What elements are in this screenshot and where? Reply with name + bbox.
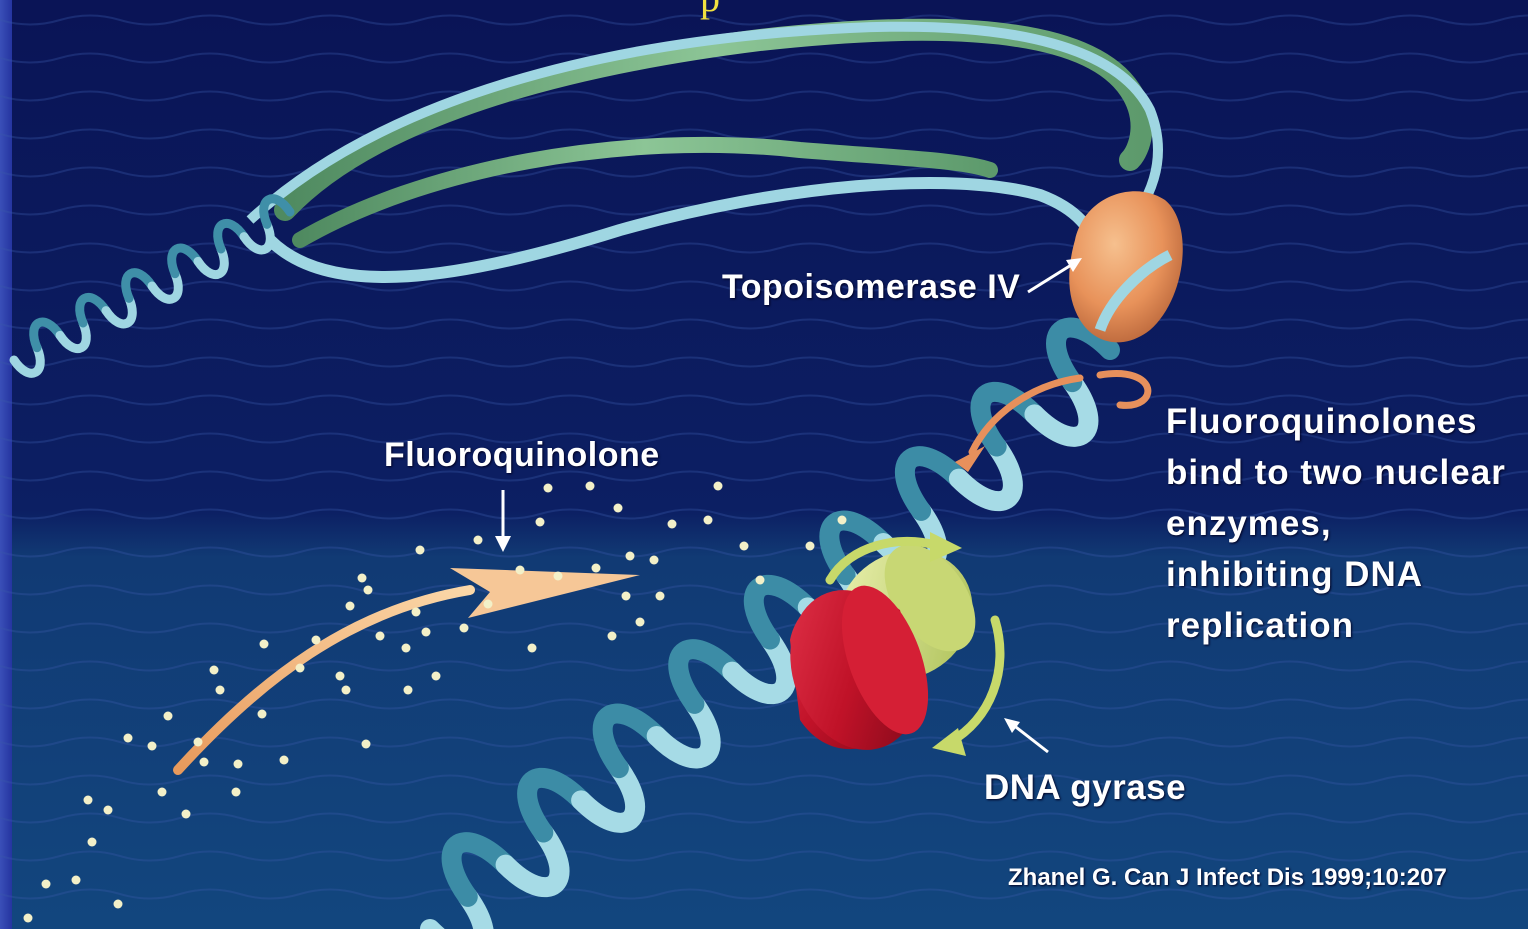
molecule-dot [104,806,113,815]
description-line: bind to two nuclear [1166,447,1518,498]
molecule-dot [838,516,847,525]
molecule-dot [432,672,441,681]
gyrase-pointer [1012,724,1048,752]
helix-ribbon-segment [732,640,786,695]
helix-ribbon-segment [959,447,1013,502]
molecule-dot [84,796,93,805]
fluoroquinolone-molecules [24,482,847,923]
dna-gyrase-label: DNA gyrase [984,768,1186,808]
molecule-dot [200,758,209,767]
molecule-dot [364,586,373,595]
molecule-dot [636,618,645,627]
molecule-dot [312,636,321,645]
molecule-dot [404,686,413,695]
molecule-dot [586,482,595,491]
molecule-dot [88,838,97,847]
molecule-dot [714,482,723,491]
molecule-dot [260,640,269,649]
molecule-dot [258,710,267,719]
molecule-dot [158,788,167,797]
molecule-dot [182,810,191,819]
molecule-dot [362,740,371,749]
citation: Zhanel G. Can J Infect Dis 1999;10:207 [1008,864,1447,892]
molecule-dot [626,552,635,561]
molecule-dot [656,592,665,601]
molecule-dot [296,664,305,673]
description-line: inhibiting DNA [1166,549,1518,600]
molecule-dot [376,632,385,641]
molecule-dot [536,518,545,527]
molecule-dot [422,628,431,637]
molecule-dot [704,516,713,525]
description-line: Fluoroquinolones [1166,396,1518,447]
molecule-dot [346,602,355,611]
molecule-dot [622,592,631,601]
molecule-dot [210,666,219,675]
helix-ribbon-segment [581,768,635,823]
fluoroquinolone-label: Fluoroquinolone [384,436,660,475]
molecule-dot [668,520,677,529]
molecule-dot [336,672,345,681]
dna-gyrase-enzyme [769,524,1000,768]
molecule-dot [114,900,123,909]
molecule-dot [592,564,601,573]
topoisomerase-iv-enzyme [1069,191,1183,342]
molecule-dot [234,760,243,769]
helix-ribbon-segment [657,704,711,759]
molecule-dot [148,742,157,751]
main-dna-helix [430,327,1110,929]
molecule-dot [280,756,289,765]
molecule-dot [614,504,623,513]
molecule-dot [416,546,425,555]
description-line: enzymes, [1166,498,1518,549]
description-line: replication [1166,600,1518,651]
molecule-dot [42,880,51,889]
molecule-dot [740,542,749,551]
molecule-dot [402,644,411,653]
left-dna-helix [14,199,290,374]
molecule-dot [544,484,553,493]
molecule-dot [72,876,81,885]
molecule-dot [460,624,469,633]
molecule-dot [232,788,241,797]
molecule-dot [650,556,659,565]
molecule-dot [342,686,351,695]
molecule-dot [24,914,33,923]
molecule-dot [124,734,133,743]
helix-ribbon-segment [506,833,560,888]
topoisomerase-label: Topoisomerase IV [722,268,1020,307]
molecule-dot [528,644,537,653]
molecule-dot [608,632,617,641]
molecule-dot [164,712,173,721]
molecule-dot [756,576,765,585]
molecule-dot [484,600,493,609]
molecule-dot [412,608,421,617]
topo-pointer [1028,262,1076,292]
molecule-dot [474,536,483,545]
molecule-dot [516,566,525,575]
molecule-dot [358,574,367,583]
slide-title-fragment: p [700,0,720,21]
molecule-dot [216,686,225,695]
fluoroquinolone-movement-arrow [178,568,640,770]
molecule-dot [194,738,203,747]
mechanism-description: Fluoroquinolones bind to two nuclear enz… [1166,396,1518,651]
molecule-dot [806,542,815,551]
molecule-dot [554,572,563,581]
